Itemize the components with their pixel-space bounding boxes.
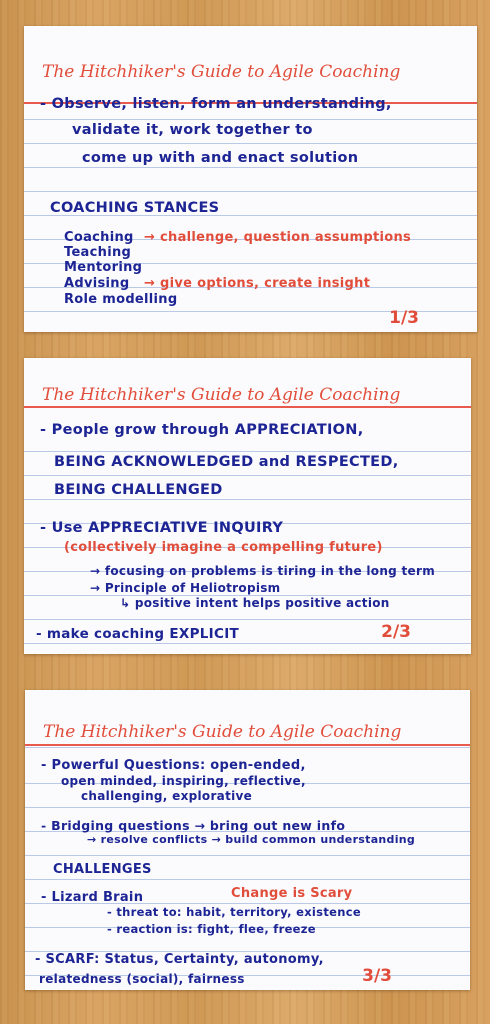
card-title-rule [24,102,477,104]
note-line: - Bridging questions → bring out new inf… [41,818,346,833]
index-card-1: The Hitchhiker's Guide to Agile Coaching… [24,26,477,332]
note-line: - People grow through APPRECIATION, [40,422,364,438]
note-line: → Principle of Heliotropism [90,581,281,595]
note-line: Coaching [64,230,134,245]
page-number: 3/3 [362,966,392,986]
section-heading: COACHING STANCES [50,200,220,216]
card-title: The Hitchhiker's Guide to Agile Coaching [42,62,401,82]
note-line: ↳ positive intent helps positive action [120,596,390,610]
card-title: The Hitchhiker's Guide to Agile Coaching [42,385,401,405]
card-title-rule [25,744,470,746]
note-line: validate it, work together to [72,122,313,138]
card-title-rule [24,406,471,408]
note-line: - reaction is: fight, flee, freeze [107,922,316,936]
section-heading: CHALLENGES [53,862,152,877]
note-line: Mentoring [64,260,143,275]
note-line: - make coaching EXPLICIT [36,626,240,642]
note-line: relatedness (social), fairness [39,972,245,986]
note-line: come up with and enact solution [82,150,359,166]
index-card-3: The Hitchhiker's Guide to Agile Coaching… [25,690,470,990]
note-line: Advising [64,276,130,291]
note-line: challenging, explorative [81,789,253,803]
note-line: Teaching [64,245,132,260]
note-line: → focusing on problems is tiring in the … [90,564,436,578]
note-annotation: (collectively imagine a compelling futur… [64,540,383,555]
index-card-2: The Hitchhiker's Guide to Agile Coaching… [24,358,471,654]
note-annotation: → give options, create insight [144,276,371,291]
note-annotation: Change is Scary [231,886,353,901]
note-line: BEING ACKNOWLEDGED and RESPECTED, [54,454,399,470]
note-line: - Use APPRECIATIVE INQUIRY [40,520,284,536]
card-title: The Hitchhiker's Guide to Agile Coaching [43,722,402,742]
note-line: open minded, inspiring, reflective, [61,774,306,788]
page-number: 1/3 [389,308,419,328]
note-line: → resolve conflicts → build common under… [87,833,416,846]
note-line: Role modelling [64,292,178,307]
note-line: - Lizard Brain [41,890,144,905]
note-line: - SCARF: Status, Certainty, autonomy, [35,952,324,967]
note-line: - Powerful Questions: open-ended, [41,758,306,773]
note-line: - threat to: habit, territory, existence [107,905,361,919]
note-line: - Observe, listen, form an understanding… [40,96,392,112]
note-annotation: → challenge, question assumptions [144,230,412,245]
page-number: 2/3 [381,622,411,642]
note-line: BEING CHALLENGED [54,482,223,498]
